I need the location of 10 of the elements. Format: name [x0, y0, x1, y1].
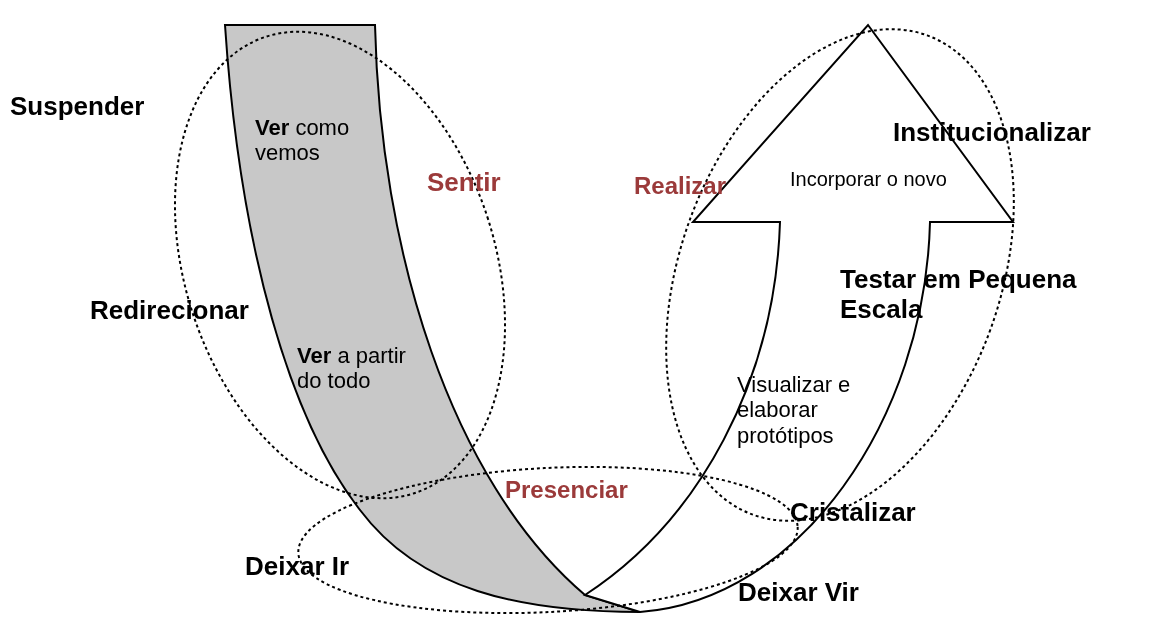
description-text: Ver a partir do todo — [297, 343, 407, 394]
field-label: Sentir — [427, 168, 501, 198]
description-text: Ver como vemos — [255, 115, 351, 166]
stage-label: Deixar Ir — [245, 552, 350, 582]
field-label: Presenciar — [505, 476, 628, 504]
description-text: Incorporar o novo — [790, 168, 948, 191]
stage-label: Deixar Vir — [738, 578, 859, 608]
field-label: Realizar — [634, 172, 727, 200]
stage-label: Suspender — [10, 92, 145, 122]
stage-label: Redirecionar — [90, 296, 249, 326]
